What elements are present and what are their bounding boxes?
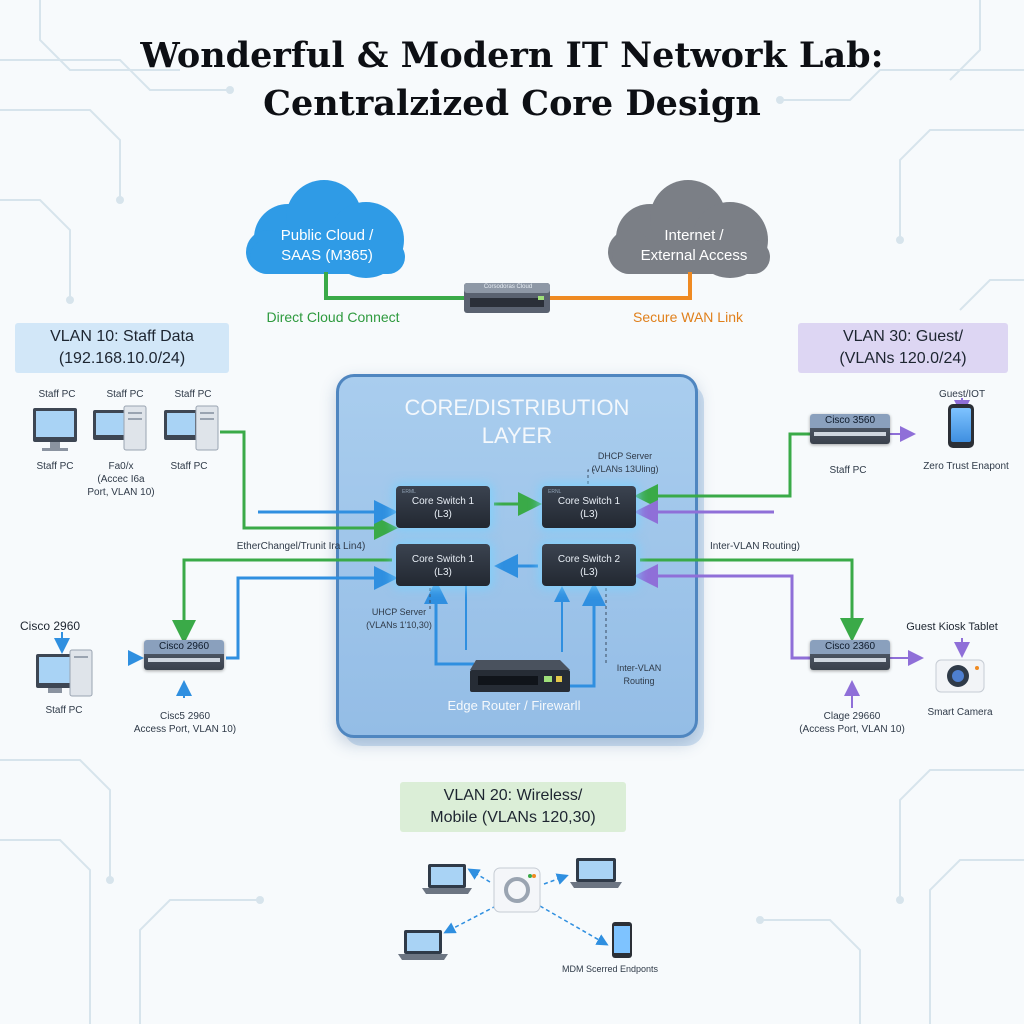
core-switch-1c-layer: (L3)	[434, 567, 452, 578]
internet-cloud-icon	[608, 180, 770, 278]
zero-trust-label: Zero Trust Enapont	[923, 461, 1009, 472]
core-title-line1: CORE/DISTRIBUTION	[404, 395, 630, 420]
dhcp-top-label: DHCP Server	[597, 451, 653, 461]
inter-vlan-routing-label: Inter-VLAN Routing)	[709, 541, 801, 552]
mdm-endpoints-label: MDM Scerred Endponts	[561, 964, 659, 974]
laptop-1-icon	[422, 864, 472, 894]
access-point-icon	[493, 867, 541, 913]
core-switch-1a-name: Core Switch 1	[411, 496, 475, 507]
right-switch-3560-label: Cisco 3560	[824, 415, 876, 426]
vlan20-title: VLAN 20: Wireless/	[443, 787, 583, 804]
cloud-gateway-device-icon	[464, 283, 550, 313]
intervlan-label-line2: Routing	[623, 676, 655, 686]
dhcp-top-scope: (VLANs 13Uling)	[591, 464, 659, 474]
smart-camera-icon	[935, 659, 985, 693]
intervlan-label-line1: Inter-VLAN	[616, 663, 662, 673]
left-cisco-label: Cisco 2960	[20, 619, 81, 633]
vlan20-box: VLAN 20: Wireless/ Mobile (VLANs 120,30)	[400, 782, 626, 832]
left-pc-top-label-1: Staff PC	[38, 389, 76, 400]
core-switch-1c[interactable]: Core Switch 1 (L3)	[396, 544, 490, 586]
public-cloud-label-line2: SAAS (M365)	[281, 247, 373, 264]
right-switch-2360[interactable]: Cisco 2360	[810, 640, 890, 670]
dhcp-bottom-label: UHCP Server	[371, 607, 427, 617]
direct-cloud-connect-label: Direct Cloud Connect	[266, 309, 400, 325]
edge-router-icon	[470, 660, 570, 692]
smart-camera-label: Smart Camera	[927, 707, 993, 718]
core-switch-1b-tag: ERNL	[548, 489, 562, 495]
vlan10-title: VLAN 10: Staff Data	[50, 328, 194, 345]
staff-pc-lower-icon	[36, 649, 93, 697]
right-switch-note-line1: Clage 29660	[823, 711, 881, 722]
core-title-line2: LAYER	[481, 423, 553, 448]
secure-wan-link-label: Secure WAN Link	[633, 309, 743, 325]
left-pc-bottom-label-1: Staff PC	[36, 461, 74, 472]
left-switch-note-line2: Access Port, VLAN 10)	[133, 724, 237, 735]
internet-cloud-label-line2: External Access	[640, 247, 748, 264]
right-switch-3560[interactable]: Cisco 3560	[810, 414, 890, 444]
left-access-switch-label: Cisco 2960	[158, 641, 210, 652]
core-switch-2-layer: (L3)	[580, 567, 598, 578]
public-cloud-icon	[246, 180, 405, 278]
core-switch-2[interactable]: Core Switch 2 (L3)	[542, 544, 636, 586]
vlan10-box: VLAN 10: Staff Data (192.168.10.0/24)	[15, 323, 229, 373]
staff-pc-3-icon	[164, 405, 219, 451]
guest-kiosk-label: Guest Kiosk Tablet	[906, 621, 998, 633]
left-pc-top-label-2: Staff PC	[106, 389, 144, 400]
vlan30-title: VLAN 30: Guest/	[842, 328, 964, 345]
mobile-phone-icon	[612, 922, 632, 958]
core-switch-1b-name: Core Switch 1	[557, 496, 621, 507]
staff-pc-1-icon	[33, 408, 77, 451]
dhcp-bottom-scope: (VLANs 1'10,30)	[366, 620, 432, 630]
vlan20-subtitle: Mobile (VLANs 120,30)	[430, 809, 596, 826]
left-pc-top-label-3: Staff PC	[174, 389, 212, 400]
core-switch-1a[interactable]: ERML Core Switch 1 (L3)	[396, 486, 490, 528]
diagram-title-line2: Centralzized Core Design	[263, 83, 761, 124]
staff-pc-2-icon	[93, 405, 147, 451]
left-access-switch[interactable]: Cisco 2960	[144, 640, 224, 670]
laptop-2-icon	[570, 858, 622, 888]
core-switch-2-name: Core Switch 2	[557, 554, 621, 565]
core-switch-1c-name: Core Switch 1	[411, 554, 475, 565]
laptop-3-icon	[398, 930, 448, 960]
core-switch-1b[interactable]: ERNL Core Switch 1 (L3)	[542, 486, 636, 528]
core-switch-1b-layer: (L3)	[580, 509, 598, 520]
guest-iot-label: Guest/IOT	[938, 389, 986, 400]
left-pc-bottom-label-2: Fa0/x	[108, 461, 134, 472]
vlan30-box: VLAN 30: Guest/ (VLANs 120.0/24)	[798, 323, 1008, 373]
vlan10-subnet: (192.168.10.0/24)	[58, 350, 186, 367]
diagram-title-line1: Wonderful & Modern IT Network Lab:	[140, 35, 884, 76]
internet-cloud-label-line1: Internet /	[664, 227, 724, 244]
vlan30-subnet: (VLANs 120.0/24)	[839, 350, 967, 367]
left-access-note-line1: (Accec I6a	[97, 474, 145, 485]
left-access-note-line2: Port, VLAN 10)	[87, 487, 155, 498]
left-staff-pc-label: Staff PC	[45, 705, 83, 716]
guest-phone-icon	[948, 404, 974, 448]
edge-router-label: Edge Router / Firewarll	[447, 698, 581, 713]
cloud-gateway-label: Corsodoras Cloud	[483, 284, 533, 290]
left-pc-bottom-label-3: Staff PC	[170, 461, 208, 472]
core-switch-1a-layer: (L3)	[434, 509, 452, 520]
right-switch-note: Staff PC	[829, 465, 867, 476]
etherchannel-label: EtherChangel/Trunit Ira Lin4)	[236, 541, 366, 552]
core-switch-1a-tag: ERML	[402, 489, 416, 495]
left-switch-note-line1: Cisc5 2960	[159, 711, 211, 722]
right-switch-2360-label: Cisco 2360	[824, 641, 876, 652]
public-cloud-label-line1: Public Cloud /	[280, 227, 374, 244]
right-switch-note-line2: (Access Port, VLAN 10)	[799, 724, 905, 735]
